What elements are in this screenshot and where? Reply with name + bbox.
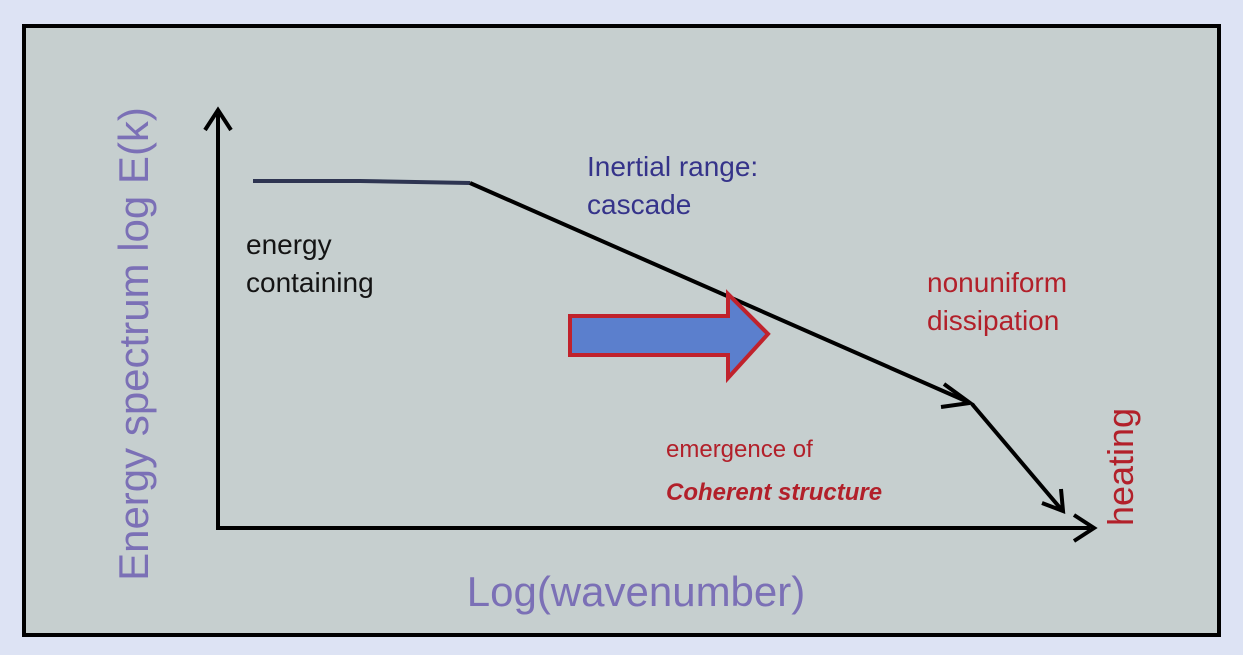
emergence-label: emergence of: [666, 436, 813, 463]
inertial-range-line-1: Inertial range:: [587, 151, 759, 182]
dissipation-arrowhead: [1041, 488, 1066, 515]
energy-containing-line-2: containing: [246, 267, 374, 298]
energy-containing-segment: [253, 179, 471, 185]
inertial-range-segment: [469, 181, 969, 404]
y-axis-label: Energy spectrum log E(k): [110, 107, 157, 581]
dissipation-line-1: nonuniform: [927, 267, 1068, 298]
inertial-arrowhead: [940, 382, 976, 409]
heating-label: heating: [1100, 407, 1141, 527]
dissipation-line-2: dissipation: [927, 305, 1060, 336]
inertial-range-label: Inertial range: cascade: [587, 148, 758, 224]
x-axis-arrowhead: [1072, 513, 1098, 543]
energy-containing-line-1: energy: [246, 229, 332, 260]
energy-containing-label: energy containing: [246, 226, 374, 302]
y-axis-arrowhead: [203, 106, 233, 132]
x-axis-label: Log(wavenumber): [466, 568, 806, 615]
right-arrow-icon: [568, 289, 771, 384]
dissipation-segment: [970, 402, 1063, 511]
coherent-structure-label: Coherent structure: [666, 479, 883, 506]
dissipation-label: nonuniform dissipation: [927, 264, 1067, 340]
inertial-range-line-2: cascade: [587, 189, 692, 220]
